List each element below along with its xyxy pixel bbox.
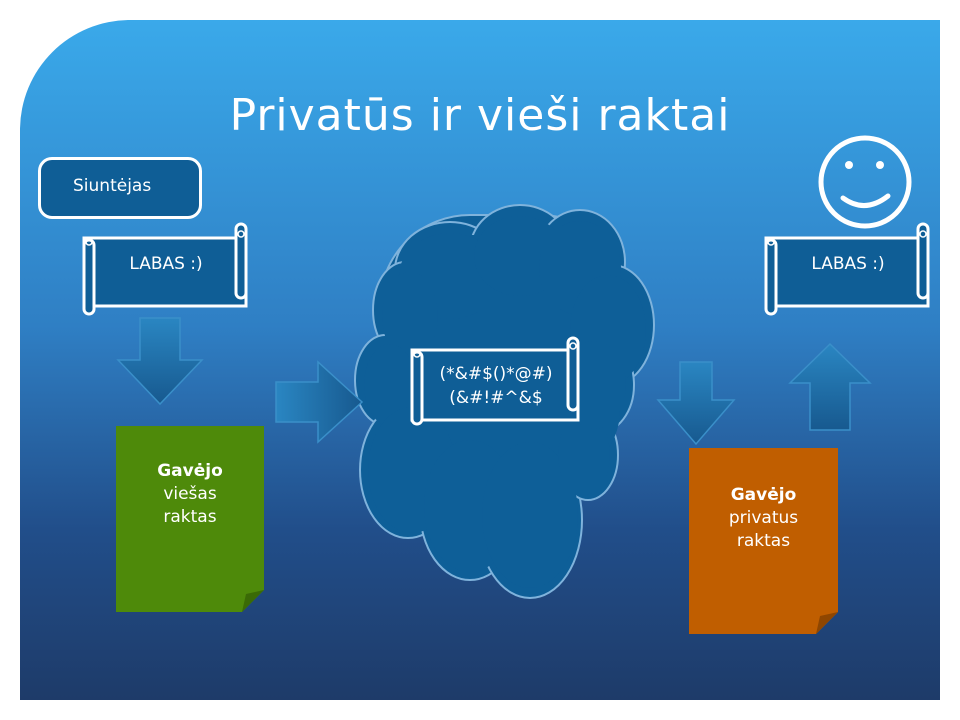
slide-title: Privatūs ir vieši raktai [229,90,731,141]
plain-message-left: LABAS :) [129,254,203,274]
plain-message-right: LABAS :) [811,254,885,274]
private-key-owner: Gavėjo [730,485,797,505]
scroll-right [764,222,930,316]
public-key-label: Gavėjo viešas raktas [116,460,264,529]
private-key-document [689,448,838,634]
private-key-label: Gavėjo privatus raktas [689,484,838,553]
public-key-word: raktas [163,507,217,527]
arrow-right-to-cloud-icon [275,360,364,444]
scroll-cipher [410,336,580,426]
arrow-down-left-icon [116,317,204,406]
public-key-owner: Gavėjo [157,461,223,481]
sender-label: Siuntėjas [38,157,202,219]
arrow-up-right-icon [788,342,872,431]
private-key-word: raktas [736,531,791,551]
cipher-text: (*&#$()*@#) (&#!#^&$ [424,362,568,410]
arrow-down-right-icon [656,361,736,446]
public-key-type: viešas [163,484,217,504]
scroll-left [82,222,248,316]
cipher-line-1: (*&#$()*@#) [439,364,553,384]
private-key-type: privatus [728,508,799,528]
public-key-document [116,426,264,612]
smiley-face-icon [818,135,912,229]
cipher-line-2: (&#!#^&$ [449,388,543,408]
